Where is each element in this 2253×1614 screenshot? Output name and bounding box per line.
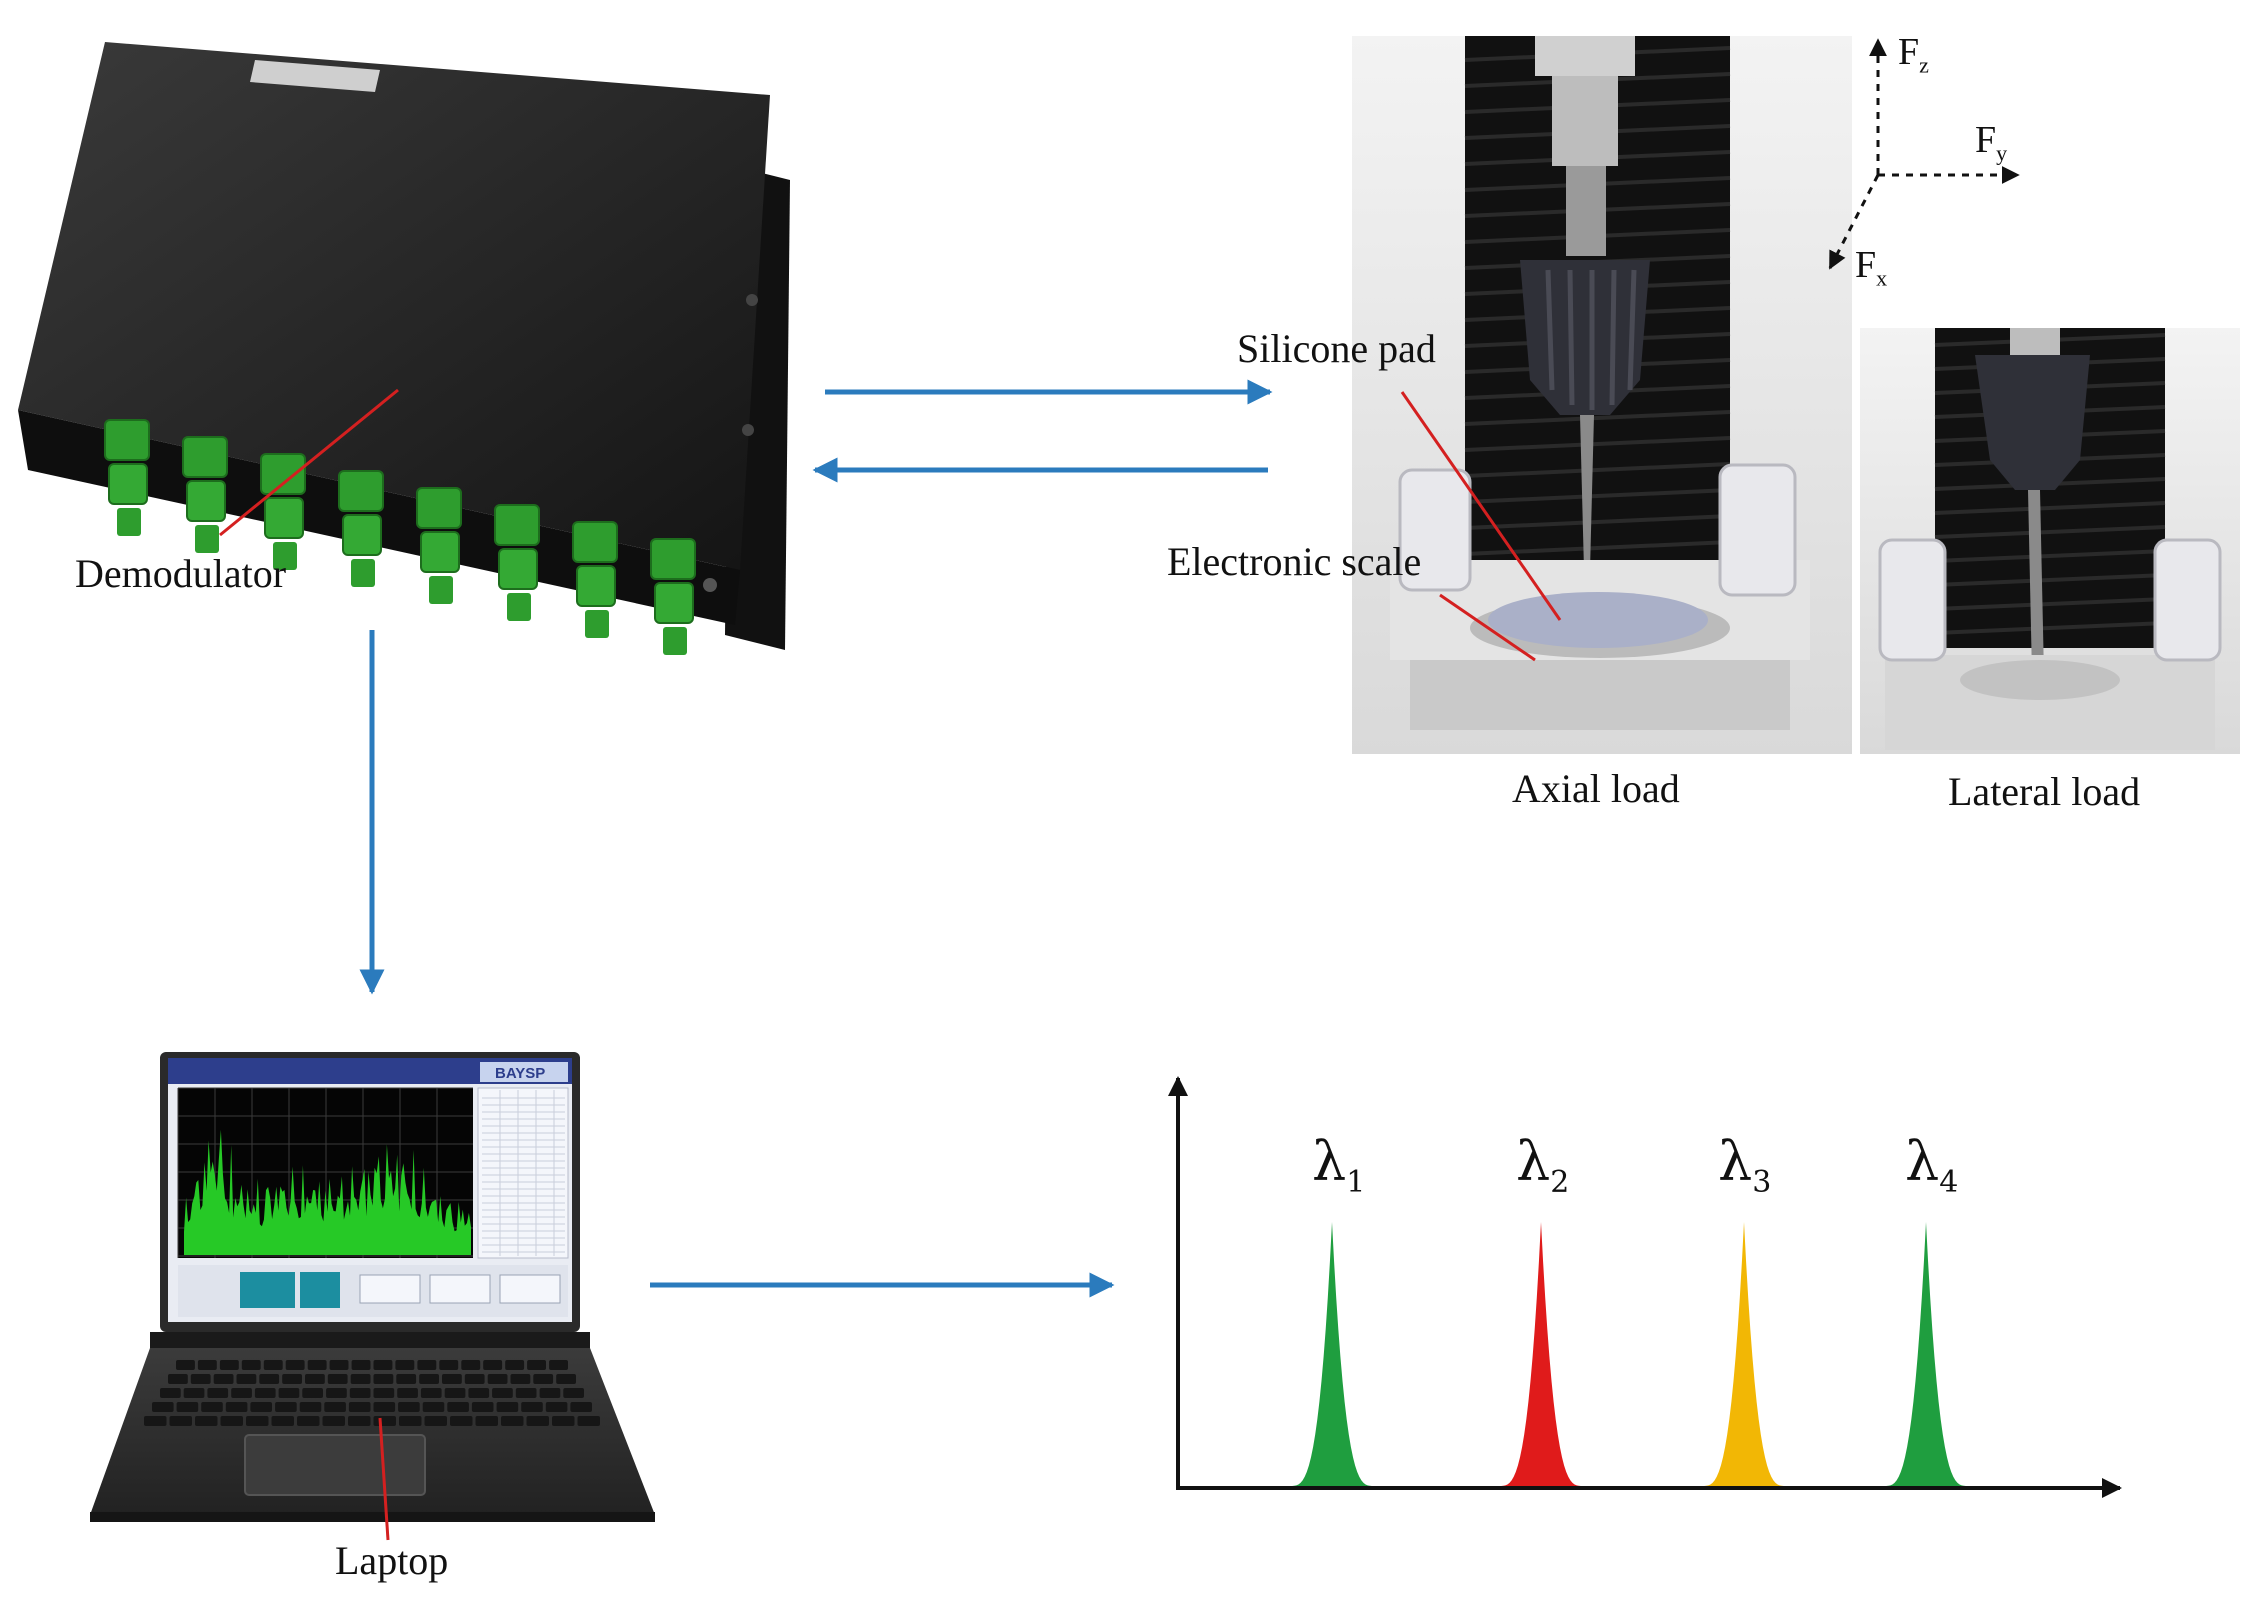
laptop-leader-line [378, 1417, 390, 1541]
lambda-3-label: λ3 [1718, 1130, 1772, 1200]
spectral-peak-1 [1290, 1222, 1374, 1486]
demodulator-device [18, 42, 790, 655]
lateral-load-label: Lateral load [1948, 769, 2141, 814]
demodulator-label: Demodulator [75, 551, 287, 596]
spectral-peak-3 [1702, 1222, 1786, 1486]
laptop-label: Laptop [335, 1538, 449, 1583]
force-axes [1828, 38, 2020, 270]
spectrum-sketch [1168, 1076, 2122, 1498]
lambda-4-label: λ4 [1905, 1130, 1959, 1200]
silicone-pad-label: Silicone pad [1237, 326, 1436, 371]
laptop-device: BAYSP [90, 1052, 655, 1522]
electronic-scale-leader-line [1439, 593, 1536, 662]
fiber-connectors [104, 419, 696, 655]
force-y-label: Fy [1975, 119, 2008, 166]
axial-load-label: Axial load [1512, 766, 1680, 811]
electronic-scale-label: Electronic scale [1167, 539, 1422, 584]
lambda-2-label: λ2 [1516, 1130, 1570, 1200]
axial-load-photo [1352, 36, 1852, 754]
spectral-peak-4 [1884, 1222, 1968, 1486]
spectral-peak-2 [1499, 1222, 1583, 1486]
lateral-load-photo [1860, 328, 2240, 754]
force-z-label: Fz [1898, 31, 1929, 78]
force-x-label: Fx [1855, 244, 1888, 291]
laptop-screen-brand: BAYSP [495, 1065, 545, 1082]
force-x-axis [1828, 174, 1880, 270]
lambda-1-label: λ1 [1312, 1130, 1366, 1200]
demodulator-leader-line [219, 388, 399, 537]
silicone-pad-leader-line [1400, 391, 1562, 621]
